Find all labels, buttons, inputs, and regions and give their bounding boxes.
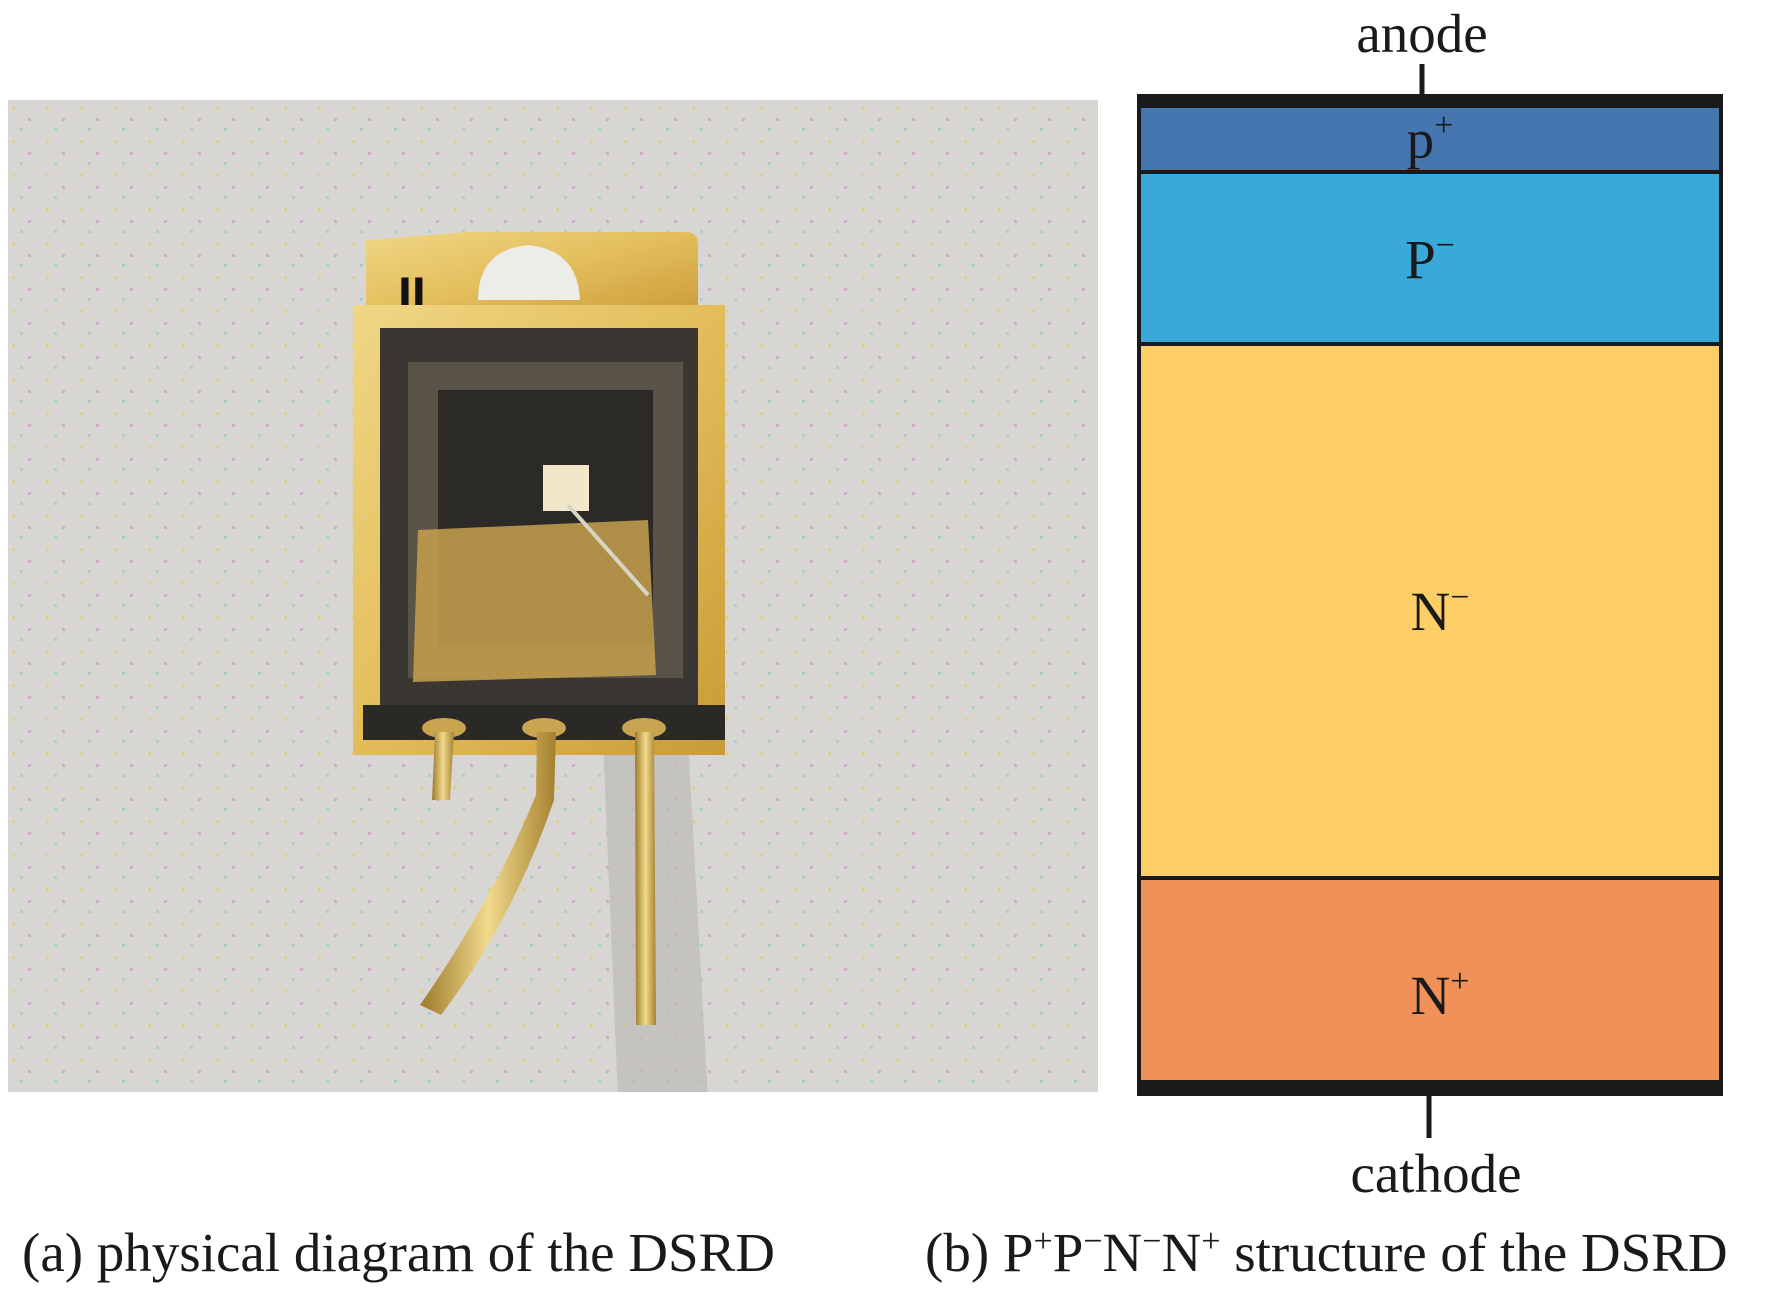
caption-b-suffix: structure of the DSRD — [1220, 1222, 1728, 1283]
cathode-label: cathode — [1350, 1143, 1521, 1204]
layer-p-minus-label: P− — [1405, 227, 1455, 290]
caption-b-prefix: (b) — [925, 1222, 1003, 1283]
layer-n-minus: N− — [1140, 346, 1720, 876]
package-body — [353, 305, 725, 755]
diode-chip — [543, 465, 589, 511]
formula-term-3: N — [1161, 1222, 1202, 1283]
layer-p-plus: p+ — [1140, 107, 1720, 171]
layer-n-plus: N+ — [1140, 880, 1720, 1080]
layer-p-plus-label: p+ — [1407, 107, 1454, 170]
layer-p-minus: P− — [1140, 174, 1720, 342]
formula-sup-1: − — [1083, 1223, 1103, 1261]
dsrd-structure-diagram: anode p+ P− N− N+ cathode — [1137, 3, 1723, 1204]
anode-label: anode — [1356, 3, 1487, 64]
caption-b-formula: P+P−N−N+ — [1003, 1222, 1221, 1283]
top-contact — [1138, 96, 1722, 108]
formula-sup-2: − — [1142, 1223, 1162, 1261]
formula-sup-0: + — [1033, 1223, 1053, 1261]
bottom-contact — [1138, 1080, 1722, 1094]
dsrd-photo: IL — [8, 100, 1098, 1092]
caption-b: (b) P+P−N−N+ structure of the DSRD — [925, 1218, 1728, 1296]
layer-n-minus-label: N− — [1411, 579, 1470, 642]
layer-n-plus-label: N+ — [1411, 963, 1470, 1026]
lead-pins — [420, 732, 656, 1025]
formula-term-2: N — [1102, 1222, 1143, 1283]
formula-sup-3: + — [1201, 1223, 1221, 1261]
formula-term-1: P — [1052, 1222, 1084, 1283]
formula-term-0: P — [1002, 1222, 1034, 1283]
caption-a: (a) physical diagram of the DSRD — [22, 1222, 776, 1283]
